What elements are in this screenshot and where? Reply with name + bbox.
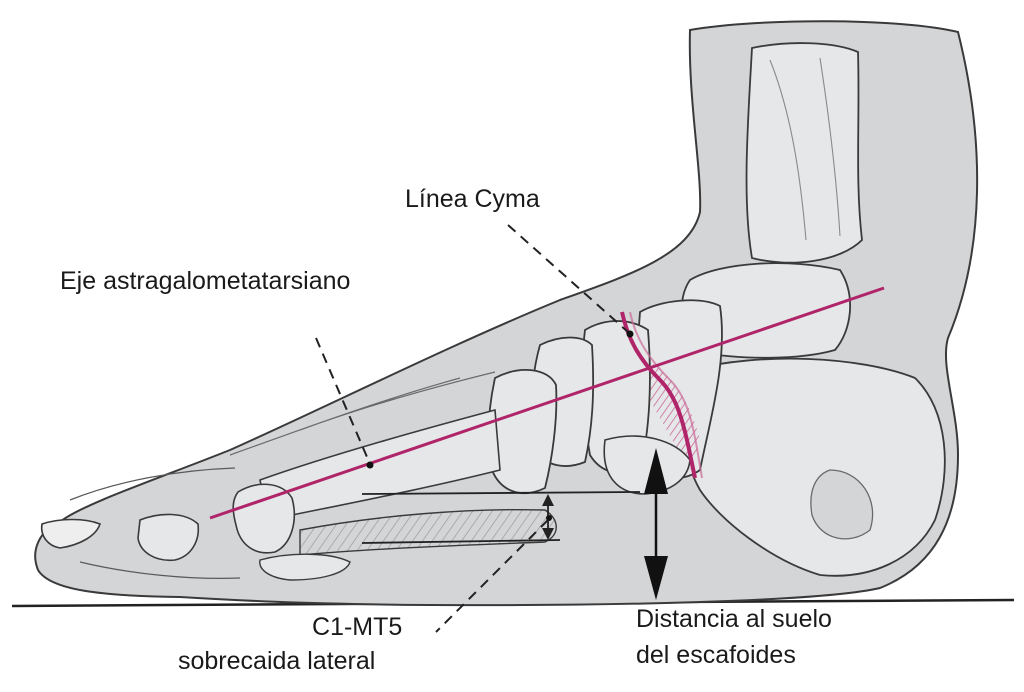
- phalanx-lesser: [259, 553, 351, 581]
- mt5-reference-line: [361, 539, 561, 544]
- cyma-line: [620, 311, 697, 479]
- c1mt5-leader: [435, 519, 549, 633]
- eje-leader-dot: [366, 461, 374, 469]
- label-c1mt5-line2: sobrecaida lateral: [178, 647, 376, 675]
- label-c1mt5-line1: C1-MT5: [312, 613, 403, 641]
- tibia-groove: [769, 57, 841, 241]
- metatarsal-lines: [229, 371, 496, 456]
- cyma-leader-dot: [626, 330, 634, 338]
- toe-crease: [69, 467, 241, 580]
- label-eje-astragalometatarsiano: Eje astragalometatarsiano: [60, 267, 351, 295]
- phalanx-middle: [137, 513, 200, 562]
- phalanx-proximal: [232, 483, 296, 554]
- c1mt5-leader-dot: [546, 515, 552, 521]
- eje-leader: [315, 337, 371, 465]
- metatarsal-first: [487, 369, 558, 495]
- navicular-height-arrow-down: [644, 556, 668, 600]
- c1-reference-line: [361, 491, 641, 495]
- talometatarsal-axis: [209, 286, 885, 520]
- cuboid-bone: [603, 435, 691, 495]
- tibia-bone: [745, 42, 863, 264]
- metatarsal-shaft: [259, 408, 501, 521]
- toe-nail: [40, 518, 101, 549]
- navicular-height-arrow-up: [644, 448, 668, 494]
- cyma-leader: [507, 224, 629, 333]
- label-distancia-line2: del escafoides: [636, 641, 796, 669]
- c1mt5-arrow-down: [542, 528, 554, 540]
- label-distancia-line1: Distancia al suelo: [636, 605, 832, 633]
- cyma-line-shadow: [629, 311, 703, 479]
- calcaneus-inner: [810, 469, 874, 540]
- label-cyma: Línea Cyma: [405, 185, 540, 213]
- calcaneus-bone: [680, 357, 946, 577]
- c1mt5-arrow-up: [542, 494, 554, 506]
